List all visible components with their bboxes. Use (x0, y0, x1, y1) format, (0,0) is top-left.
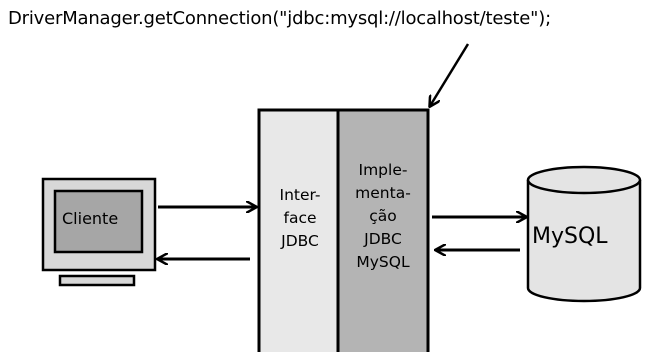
jdbc-interface-label: Inter- face JDBC (279, 186, 321, 250)
jdbc-implementation-label: Imple- menta- ção JDBC MySQL (355, 161, 411, 271)
connection-code-text: DriverManager.getConnection("jdbc:mysql:… (8, 8, 551, 29)
jdbc-implementation-block (336, 108, 430, 352)
mysql-database-icon (526, 165, 642, 303)
client-monitor-icon (41, 177, 157, 287)
code-pointer-arrow (430, 43, 470, 106)
client-label: Cliente (62, 209, 119, 228)
jdbc-interface-block (257, 108, 340, 352)
mysql-label: MySQL (532, 224, 608, 249)
